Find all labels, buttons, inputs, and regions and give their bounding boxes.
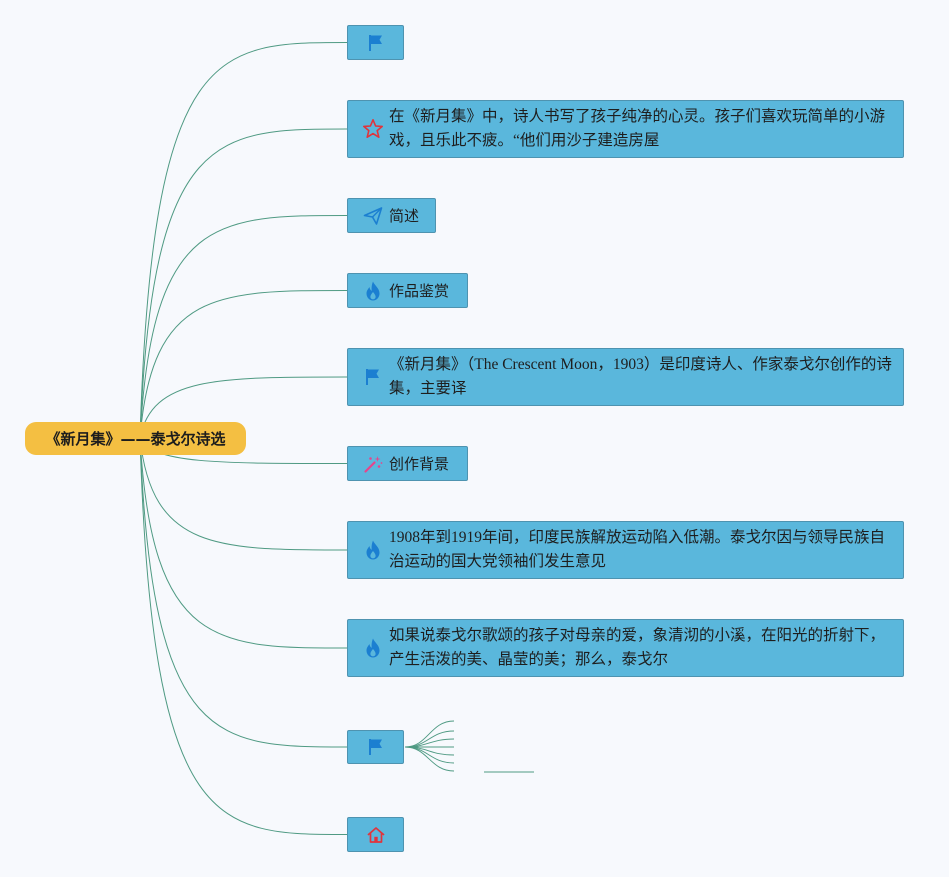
topic-node-overview[interactable]: 《新月集》（The Crescent Moon，1903）是印度诗人、作家泰戈尔…: [347, 348, 904, 406]
paper-plane-icon: [362, 205, 384, 227]
home-icon: [365, 824, 387, 846]
topic-text: 在《新月集》中，诗人书写了孩子纯净的心灵。孩子们喜欢玩简单的小游戏，且乐此不疲。…: [389, 108, 886, 149]
topic-node-appreciation[interactable]: 作品鉴赏: [347, 273, 468, 308]
topic-node-history[interactable]: 1908年到1919年间，印度民族解放运动陷入低潮。泰戈尔因与领导民族自治运动的…: [347, 521, 904, 579]
connector-line: [139, 437, 348, 835]
topic-text: 如果说泰戈尔歌颂的孩子对母亲的爱，象清沏的小溪，在阳光的折射下，产生活泼的美、晶…: [389, 627, 886, 668]
connector-line: [139, 437, 348, 551]
topic-node-flag-branch[interactable]: [347, 730, 404, 764]
connector-line: [139, 376, 348, 439]
flame-icon: [362, 539, 384, 561]
connector-line: [139, 42, 348, 439]
flag-icon: [362, 366, 384, 388]
connector-line: [139, 128, 348, 439]
topic-node-background[interactable]: 创作背景: [347, 446, 468, 481]
flag-icon: [365, 736, 387, 758]
star-icon: [362, 118, 384, 140]
flame-icon: [362, 637, 384, 659]
topic-node-summary[interactable]: 简述: [347, 198, 436, 233]
flame-icon: [362, 280, 384, 302]
sub-connector-line: [404, 746, 455, 772]
topic-text: 1908年到1919年间，印度民族解放运动陷入低潮。泰戈尔因与领导民族自治运动的…: [389, 529, 886, 570]
connector-line: [139, 437, 348, 748]
topic-node-home[interactable]: [347, 817, 404, 852]
topic-node-intro[interactable]: 在《新月集》中，诗人书写了孩子纯净的心灵。孩子们喜欢玩简单的小游戏，且乐此不疲。…: [347, 100, 904, 158]
topic-node-commentary[interactable]: 如果说泰戈尔歌颂的孩子对母亲的爱，象清沏的小溪，在阳光的折射下，产生活泼的美、晶…: [347, 619, 904, 677]
topic-text: 简述: [389, 206, 420, 225]
connector-line: [139, 290, 348, 439]
topic-text: 创作背景: [389, 454, 450, 473]
root-topic-label: 《新月集》——泰戈尔诗选: [45, 430, 226, 448]
connector-line: [139, 215, 348, 439]
root-topic[interactable]: 《新月集》——泰戈尔诗选: [25, 422, 246, 455]
topic-node-flag-top[interactable]: [347, 25, 404, 60]
connector-line: [139, 437, 348, 649]
magic-wand-icon: [362, 453, 384, 475]
topic-text: 作品鉴赏: [389, 281, 450, 300]
flag-icon: [365, 32, 387, 54]
topic-text: 《新月集》（The Crescent Moon，1903）是印度诗人、作家泰戈尔…: [389, 356, 892, 397]
